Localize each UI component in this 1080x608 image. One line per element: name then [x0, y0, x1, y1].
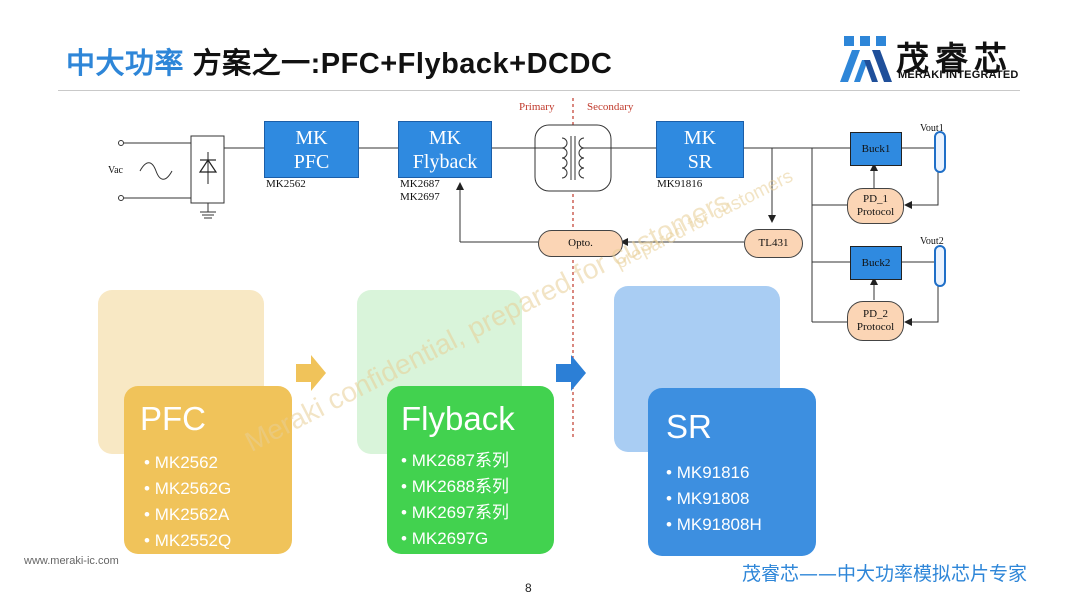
vac-label: Vac — [108, 165, 123, 176]
buck2-block: Buck2 — [850, 246, 902, 280]
sr-part-number: MK91816 — [657, 178, 703, 190]
flyback-card-item: MK2687系列 — [401, 448, 554, 474]
footer-slogan: 茂睿芯——中大功率模拟芯片专家 — [742, 563, 1028, 585]
pd1-line2: Protocol — [856, 206, 895, 218]
pd1-protocol-pill: PD_1 Protocol — [847, 188, 904, 224]
flyback-block: MK Flyback — [398, 121, 492, 178]
sr-card-item: MK91816 — [666, 460, 816, 486]
flyback-card-item: MK2688系列 — [401, 474, 554, 500]
arrow-right-icon — [296, 355, 326, 391]
sr-block-line2: SR — [687, 150, 713, 173]
sr-card-title: SR — [666, 408, 712, 445]
page-number: 8 — [525, 581, 532, 595]
title-highlight: 中大功率 — [66, 48, 185, 80]
sr-card-item: MK91808H — [666, 512, 816, 538]
primary-label: Primary — [519, 101, 555, 113]
tl431-label: TL431 — [758, 237, 789, 249]
pfc-part-number: MK2562 — [266, 178, 306, 190]
buck2-label: Buck2 — [861, 257, 891, 269]
sr-card-item: MK91808 — [666, 486, 816, 512]
buck1-label: Buck1 — [861, 143, 891, 155]
opto-pill: Opto. — [538, 230, 623, 257]
vout1-label: Vout1 — [920, 123, 944, 134]
logo-cn: 茂睿芯 — [896, 39, 1013, 78]
logo-en: MERAKI INTEGRATED — [898, 69, 1019, 81]
pd2-protocol-pill: PD_2 Protocol — [847, 301, 904, 341]
pfc-card: PFC MK2562 MK2562G MK2562A MK2552Q — [124, 386, 292, 554]
pd2-line1: PD_2 — [862, 308, 889, 320]
pfc-card-item: MK2552Q — [144, 528, 292, 554]
pd2-line2: Protocol — [856, 321, 895, 333]
pfc-card-title: PFC — [140, 400, 206, 437]
flyback-block-line1: MK — [428, 126, 462, 149]
flyback-card-item: MK2697系列 — [401, 500, 554, 526]
slide-title: 中大功率 方案之一:PFC+Flyback+DCDC — [66, 40, 612, 82]
flyback-part-number-2: MK2697 — [400, 191, 440, 203]
tl431-pill: TL431 — [744, 229, 803, 258]
arrow-right-icon — [556, 355, 586, 391]
bridge-diode-icon — [198, 152, 218, 184]
sr-block-line1: MK — [683, 126, 717, 149]
transformer-icon — [534, 124, 612, 192]
pfc-block-line1: MK — [295, 126, 328, 149]
flyback-part-number-1: MK2687 — [400, 178, 440, 190]
secondary-label: Secondary — [587, 101, 634, 113]
pd1-line1: PD_1 — [862, 193, 889, 205]
meraki-logo-icon — [840, 36, 892, 82]
flyback-card: Flyback MK2687系列 MK2688系列 MK2697系列 MK269… — [387, 386, 554, 554]
flyback-block-line2: Flyback — [412, 150, 478, 173]
sr-block: MK SR — [656, 121, 744, 178]
vout2-label: Vout2 — [920, 236, 944, 247]
header-divider — [58, 90, 1020, 91]
footer-url: www.meraki-ic.com — [24, 555, 119, 567]
pfc-card-item: MK2562G — [144, 476, 292, 502]
title-rest: 方案之一:PFC+Flyback+DCDC — [192, 48, 613, 80]
flyback-card-item: MK2697G — [401, 526, 554, 552]
flyback-card-title: Flyback — [401, 400, 515, 437]
opto-label: Opto. — [568, 237, 593, 249]
pfc-card-item: MK2562 — [144, 450, 292, 476]
buck1-block: Buck1 — [850, 132, 902, 166]
pfc-block: MK PFC — [264, 121, 359, 178]
pfc-block-line2: PFC — [293, 150, 330, 173]
pfc-card-item: MK2562A — [144, 502, 292, 528]
sr-card: SR MK91816 MK91808 MK91808H — [648, 388, 816, 556]
